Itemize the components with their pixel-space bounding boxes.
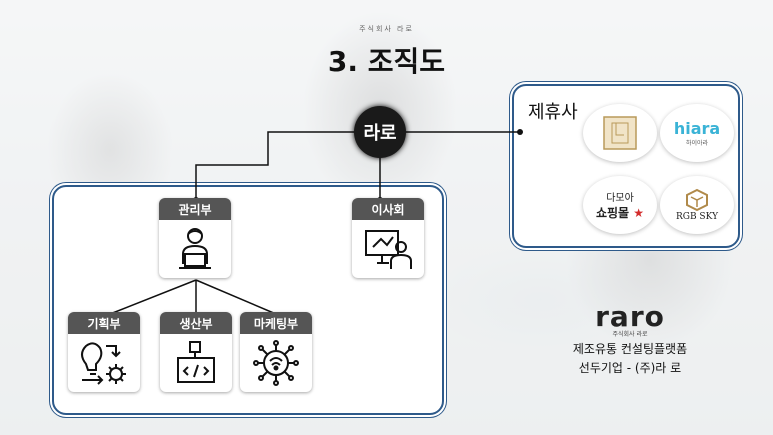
partner-logo-rgbsky: RGB SKY [660, 176, 734, 234]
hiara-wordmark: hiara [673, 119, 721, 138]
presentation-icon [352, 220, 424, 278]
cube-icon [686, 188, 708, 212]
planning-dept-card: 기획부 [68, 312, 140, 392]
partners-title: 제휴사 [528, 102, 578, 123]
line-to-planning [109, 279, 197, 315]
code-machine-icon [160, 334, 232, 392]
marketing-dept-card: 마케팅부 [240, 312, 312, 392]
board-card: 이사회 [352, 198, 424, 278]
line-to-admin [195, 131, 380, 200]
idea-gear-icon [68, 334, 140, 392]
planning-dept-label: 기획부 [68, 312, 140, 334]
company-subtitle: 주식회사 라로 [359, 25, 414, 33]
board-label: 이사회 [352, 198, 424, 220]
admin-dept-card: 관리부 [159, 198, 231, 278]
brand-line-1: 제조유통 컨설팅플랫폼 [572, 342, 688, 356]
hiara-sub: 하이아라 [685, 140, 709, 147]
raro-small-label: 주식회사 라로 [612, 331, 648, 338]
network-wifi-icon [240, 334, 312, 392]
line-to-marketing [195, 279, 277, 315]
raro-wordmark: raro [595, 300, 665, 333]
production-dept-label: 생산부 [160, 312, 232, 334]
partner-logo-hiara: hiara 하이아라 [660, 104, 734, 162]
damoa-sub: 쇼핑몰 [595, 206, 630, 220]
production-dept-card: 생산부 [160, 312, 232, 392]
damoa-wordmark: 다모아 [606, 193, 634, 204]
star-icon: ★ [633, 206, 645, 220]
person-laptop-icon [159, 220, 231, 278]
rgbsky-wordmark: RGB SKY [675, 212, 719, 222]
page-title: 3. 조직도 [327, 45, 446, 78]
partner-logo-damoa: 다모아 쇼핑몰 ★ [583, 176, 657, 234]
partner-logo-1 [583, 104, 657, 162]
company-logo: 라로 [354, 106, 406, 158]
brand-line-2: 선두기업 - (주)라 로 [578, 361, 682, 375]
brand-block: raro 주식회사 라로 제조유통 컨설팅플랫폼 선두기업 - (주)라 로 [560, 300, 700, 376]
marketing-dept-label: 마케팅부 [240, 312, 312, 334]
gold-frame-icon [603, 116, 637, 150]
admin-dept-label: 관리부 [159, 198, 231, 220]
